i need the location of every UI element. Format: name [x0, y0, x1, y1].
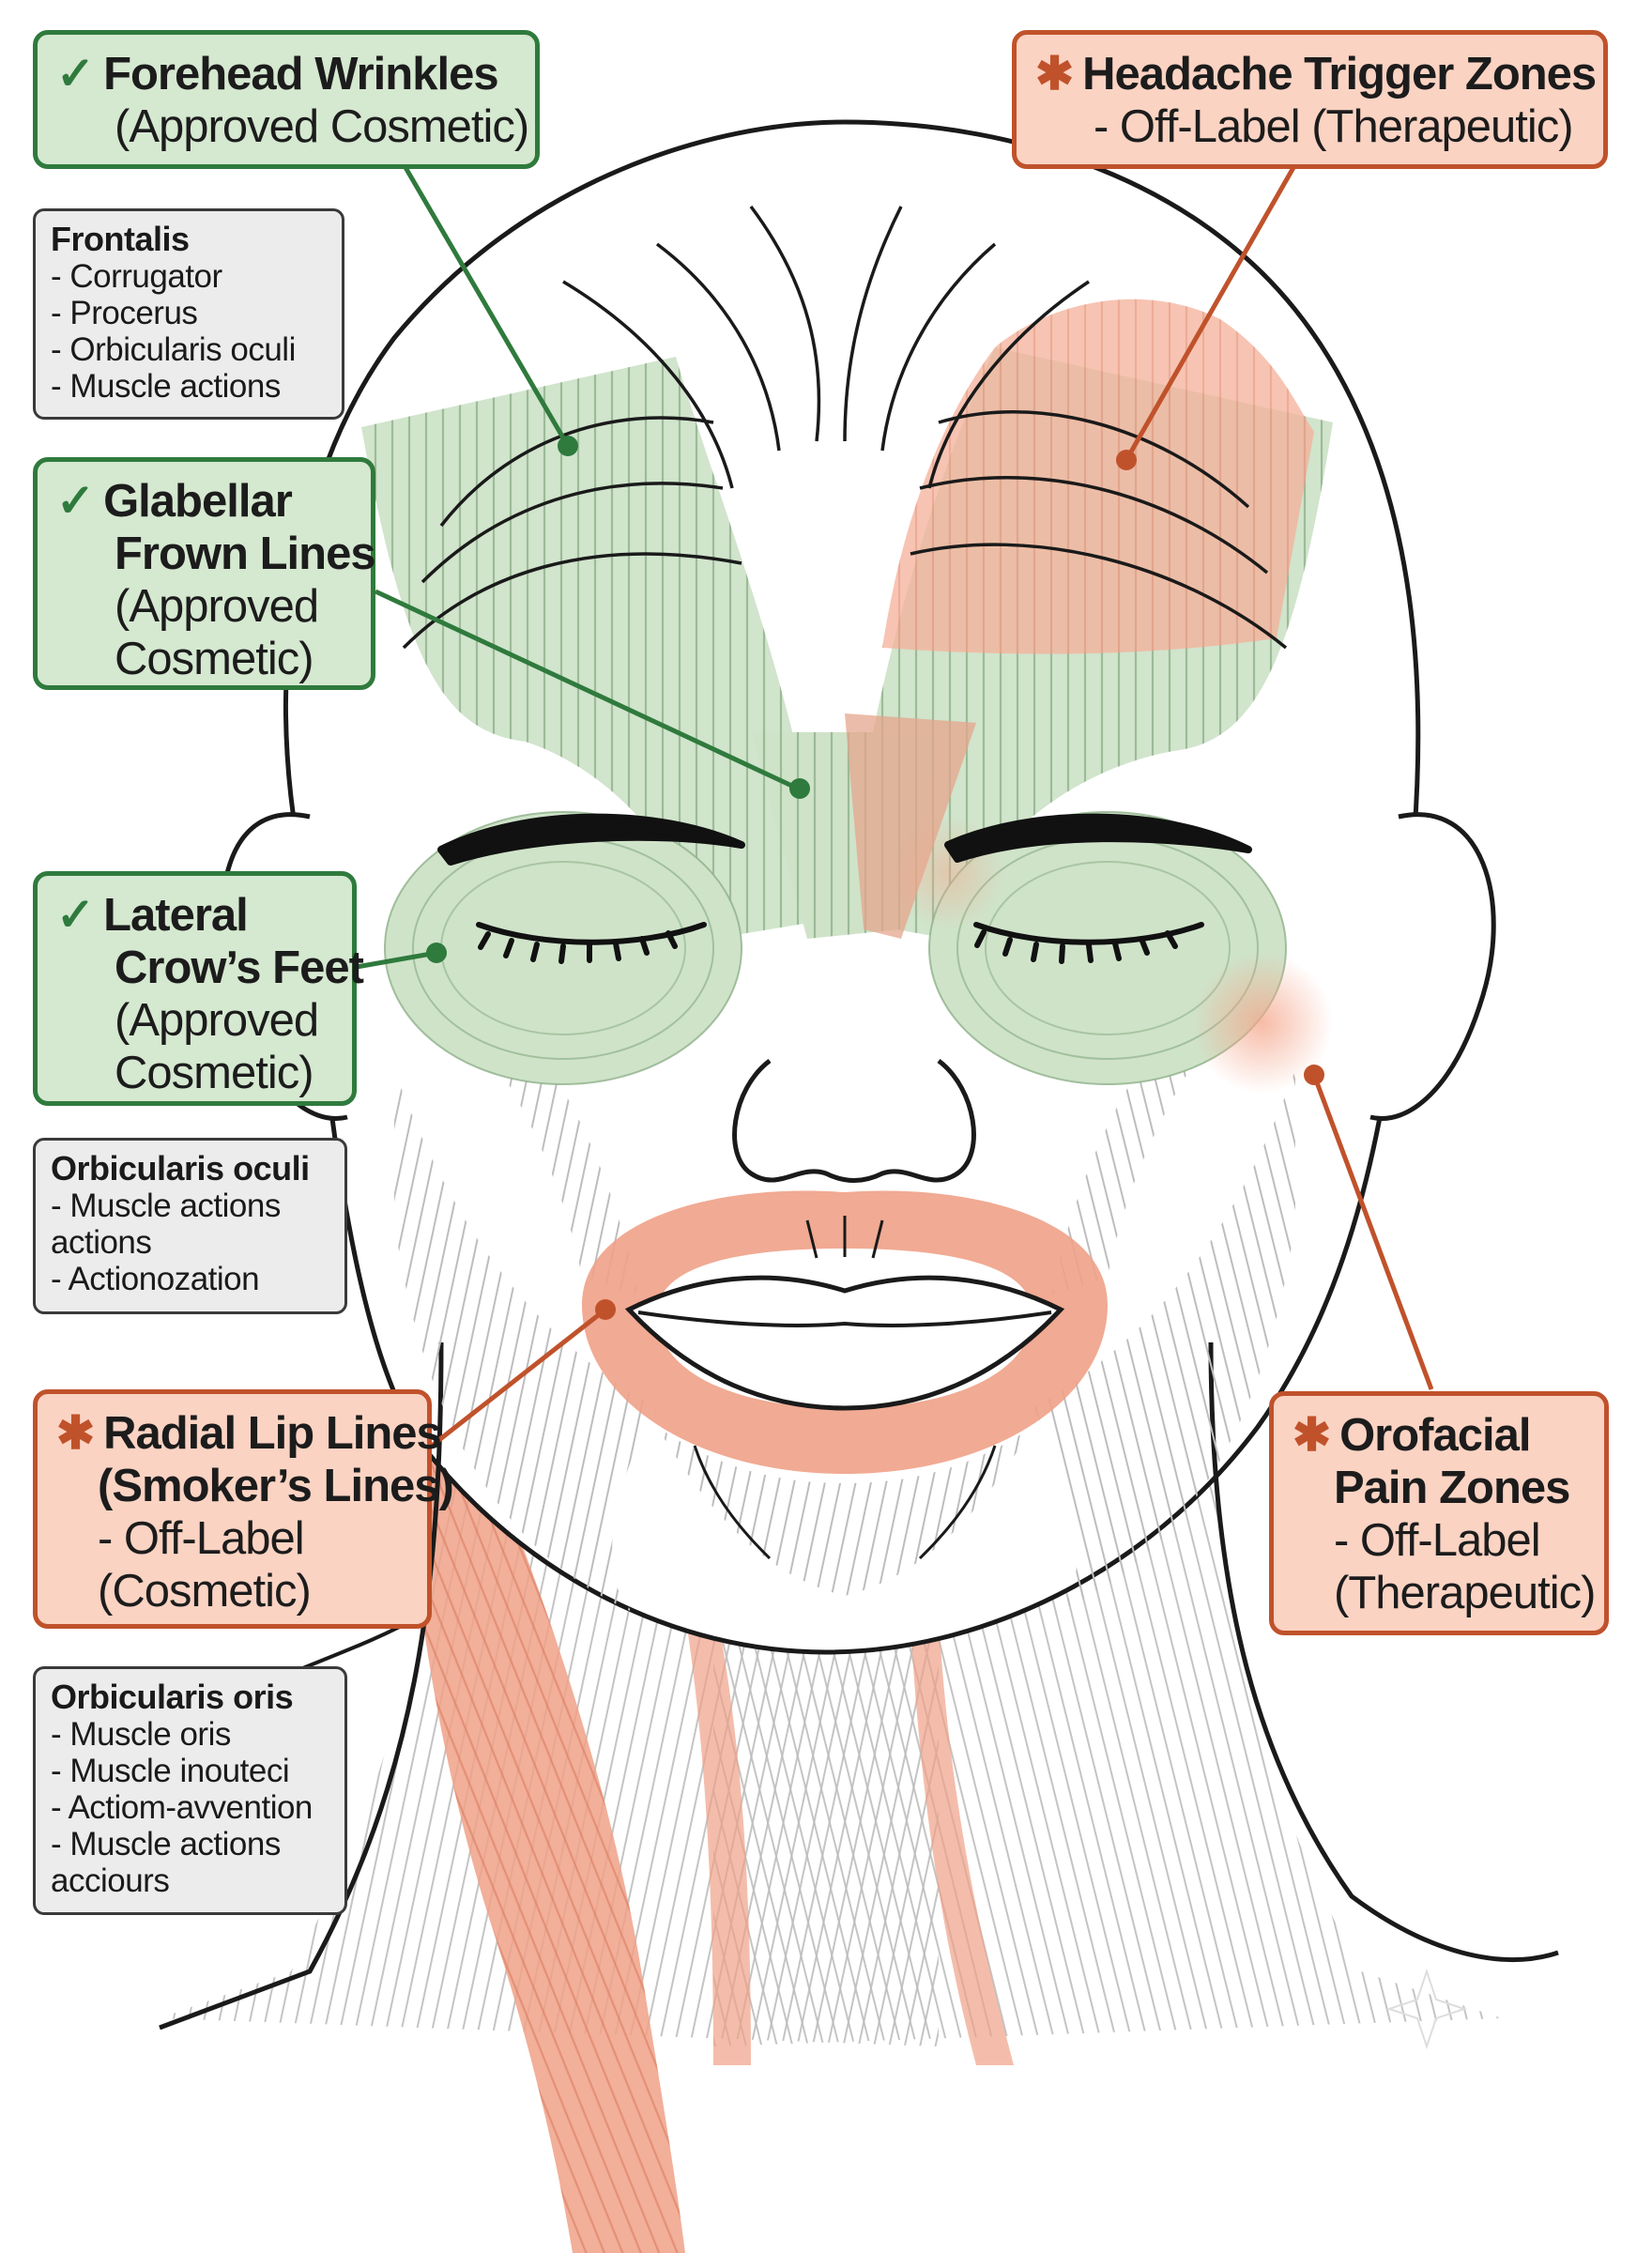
- callout-subtitle-cont: (Therapeutic): [1334, 1568, 1596, 1618]
- note-item: - Muscle oris: [51, 1716, 231, 1753]
- callout-subtitle: - Off-Label: [1334, 1515, 1541, 1566]
- callout-orofacial-pain-zones: ✱Orofacial Pain Zones - Off-Label (Thera…: [1269, 1391, 1609, 1635]
- nose: [732, 1059, 976, 1183]
- note-item: - Muscle actions: [51, 368, 281, 405]
- callout-subtitle-cont: (Cosmetic): [98, 1566, 312, 1617]
- asterisk-icon: ✱: [1293, 1410, 1331, 1461]
- note-orbicularis-oris: Orbicularis oris - Muscle oris - Muscle …: [33, 1666, 347, 1915]
- right-eyebrow: [944, 813, 1252, 863]
- note-item: - Muscle inouteci: [51, 1753, 290, 1789]
- note-heading: Frontalis: [51, 220, 190, 258]
- orbicularis-oris: [582, 1190, 1108, 1474]
- callout-headache-trigger-zones: ✱Headache Trigger Zones - Off-Label (The…: [1012, 30, 1608, 169]
- callout-title-cont: Crow’s Feet: [115, 943, 364, 993]
- callout-radial-lip-lines: ✱Radial Lip Lines (Smoker’s Lines) - Off…: [33, 1389, 454, 1629]
- note-item: - Corrugator: [51, 258, 222, 295]
- callout-subtitle: (Approved: [115, 581, 319, 632]
- callout-title: Radial Lip Lines: [103, 1408, 442, 1459]
- callout-subtitle-cont: Cosmetic): [115, 1048, 314, 1098]
- note-item: - Actiom-avvention: [51, 1789, 313, 1826]
- callout-subtitle-cont: Cosmetic): [115, 634, 314, 684]
- note-heading: Orbicularis oculi: [51, 1149, 310, 1188]
- callout-title: Headache Trigger Zones: [1082, 49, 1597, 100]
- left-eyebrow: [437, 813, 745, 866]
- checkmark-icon: ✓: [56, 49, 95, 100]
- callout-subtitle: (Approved: [115, 995, 319, 1046]
- closed-eyes: [476, 922, 1204, 964]
- callout-title: Forehead Wrinkles: [103, 49, 499, 100]
- note-orbicularis-oculi: Orbicularis oculi - Muscle actions actio…: [33, 1138, 347, 1314]
- callout-subtitle: - Off-Label (Therapeutic): [1094, 101, 1574, 152]
- checkmark-icon: ✓: [56, 476, 95, 527]
- callout-forehead-wrinkles: ✓Forehead Wrinkles (Approved Cosmetic): [33, 30, 540, 169]
- callout-title: Glabellar: [103, 476, 293, 527]
- callout-lateral-crows-feet: ✓Lateral Crow’s Feet (Approved Cosmetic): [33, 871, 364, 1106]
- note-item: actions: [51, 1224, 152, 1261]
- note-item: - Actionozation: [51, 1261, 260, 1297]
- leader-dots: [426, 436, 1324, 1320]
- callout-glabellar-frown-lines: ✓Glabellar Frown Lines (Approved Cosmeti…: [33, 457, 376, 690]
- leader-lines: [356, 162, 1434, 1448]
- note-frontalis: Frontalis - Corrugator - Procerus - Orbi…: [33, 208, 344, 420]
- callout-title-cont: Frown Lines: [115, 529, 376, 579]
- note-item: - Orbicularis oculi: [51, 331, 296, 368]
- note-item: acciours: [51, 1862, 170, 1899]
- lips: [624, 1275, 1065, 1411]
- callout-title-cont: Pain Zones: [1334, 1463, 1570, 1513]
- checkmark-icon: ✓: [56, 890, 95, 941]
- asterisk-icon: ✱: [1035, 49, 1074, 100]
- note-item: - Procerus: [51, 295, 198, 331]
- callout-subtitle: - Off-Label: [98, 1513, 305, 1564]
- callout-title-cont: (Smoker’s Lines): [98, 1461, 454, 1511]
- note-heading: Orbicularis oris: [51, 1678, 294, 1716]
- right-ear: [1369, 812, 1496, 1121]
- asterisk-icon: ✱: [56, 1408, 95, 1459]
- callout-subtitle: (Approved Cosmetic): [115, 101, 529, 152]
- sparkle-icon: [1385, 1968, 1468, 2050]
- callout-title: Lateral: [103, 890, 249, 941]
- note-item: - Muscle actions: [51, 1826, 281, 1862]
- cheek-muscles: [394, 1033, 1295, 1615]
- orofacial-zone: [1192, 953, 1333, 1094]
- callout-title: Orofacial: [1339, 1410, 1531, 1461]
- note-item: - Muscle actions: [51, 1188, 281, 1224]
